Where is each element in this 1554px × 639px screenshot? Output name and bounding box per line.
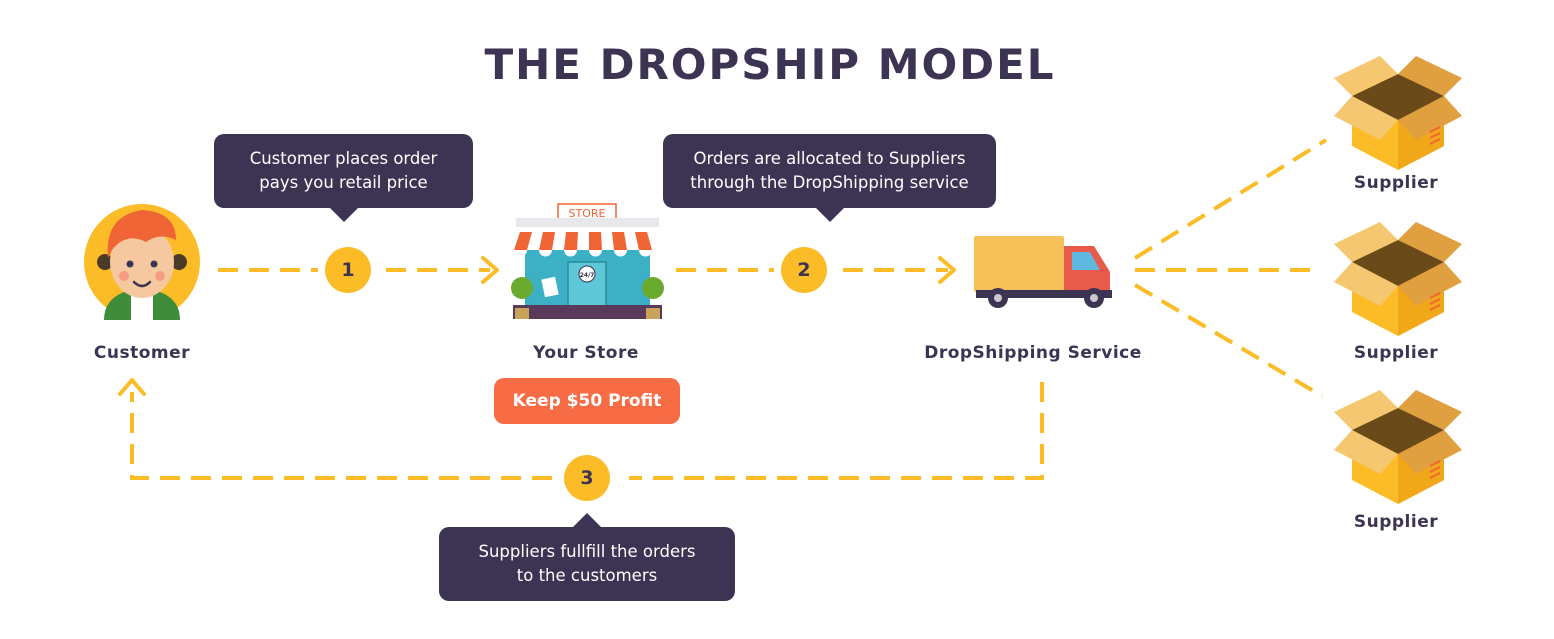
bubble-text-line: Customer places order bbox=[249, 149, 438, 168]
supplier-label: Supplier bbox=[1353, 173, 1439, 193]
store-label: Your Store bbox=[533, 343, 639, 363]
open-box-icon bbox=[1334, 390, 1462, 504]
store-sign-text: STORE bbox=[569, 207, 606, 220]
open-box-icon bbox=[1334, 56, 1462, 170]
customer-avatar-icon bbox=[84, 204, 200, 320]
open-box-icon bbox=[1334, 222, 1462, 336]
customer-label: Customer bbox=[93, 343, 191, 363]
step-3-badge: 3 bbox=[564, 455, 610, 501]
step-1-badge: 1 bbox=[325, 247, 371, 293]
step-2-badge: 2 bbox=[781, 247, 827, 293]
profit-badge: Keep $50 Profit bbox=[494, 378, 680, 424]
bubble-text-line: Suppliers fullfill the orders bbox=[478, 542, 696, 561]
supplier-label: Supplier bbox=[1353, 512, 1439, 532]
storefront-icon bbox=[511, 203, 664, 319]
bubble-allocation: Orders are allocated to Suppliers throug… bbox=[663, 134, 996, 222]
arrowhead-to-service bbox=[938, 256, 956, 284]
bubble-text-line: through the DropShipping service bbox=[690, 173, 969, 192]
connector-lines bbox=[130, 138, 1328, 480]
bubble-text-line: Orders are allocated to Suppliers bbox=[693, 149, 966, 168]
connector-service-to-supplier-1 bbox=[1133, 138, 1328, 260]
supplier-label: Supplier bbox=[1353, 343, 1439, 363]
arrowhead-to-customer bbox=[118, 378, 146, 396]
diagram-title: THE DROPSHIP MODEL bbox=[484, 40, 1056, 89]
dropshipping-service-label: DropShipping Service bbox=[924, 343, 1142, 363]
store-door-sign-text: 24/7 bbox=[580, 272, 595, 279]
bubble-text-line: pays you retail price bbox=[259, 173, 428, 192]
bubble-customer-order: Customer places order pays you retail pr… bbox=[214, 134, 473, 222]
delivery-truck-icon bbox=[974, 236, 1112, 308]
arrowhead-to-store bbox=[481, 256, 499, 284]
connector-service-to-step3 bbox=[629, 382, 1044, 480]
connector-service-to-supplier-3 bbox=[1133, 283, 1324, 398]
bubble-fulfillment: Suppliers fullfill the orders to the cus… bbox=[439, 513, 735, 601]
connector-step3-to-customer bbox=[130, 392, 552, 480]
bubble-text-line: to the customers bbox=[516, 566, 658, 585]
